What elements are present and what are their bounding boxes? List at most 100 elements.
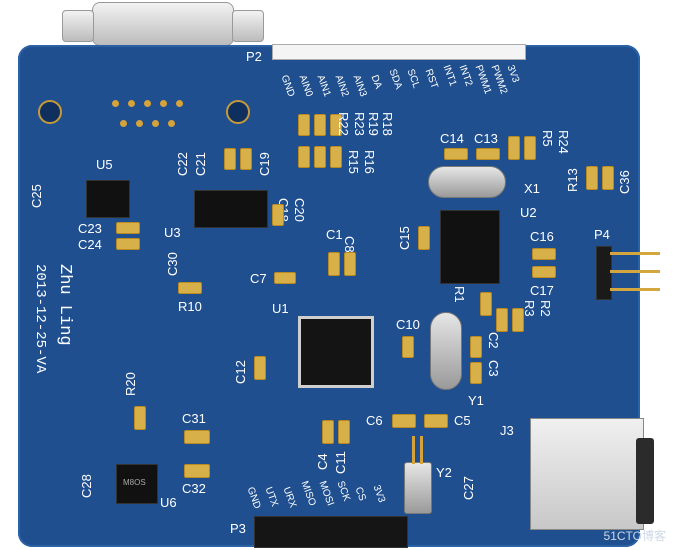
u5-label: U5 xyxy=(96,157,113,172)
capacitor xyxy=(532,266,556,278)
y2-lead xyxy=(412,436,415,464)
p3-label: P3 xyxy=(230,521,246,536)
p4-pin xyxy=(610,252,660,255)
resistor xyxy=(298,114,310,136)
capacitor xyxy=(116,238,140,250)
capacitor xyxy=(476,148,500,160)
u6-chip: M8OS xyxy=(116,464,158,504)
db9-connector xyxy=(92,2,234,46)
capacitor xyxy=(444,148,468,160)
r1-label: R1 xyxy=(452,286,467,303)
mount-hole-right xyxy=(226,100,250,124)
c16-label: C16 xyxy=(530,229,554,244)
resistor xyxy=(314,114,326,136)
resistor xyxy=(496,308,508,332)
capacitor xyxy=(184,464,210,478)
capacitor xyxy=(240,148,252,170)
p3-header xyxy=(254,516,408,548)
y2-lead xyxy=(420,436,423,464)
c20-label: C20 xyxy=(292,198,307,222)
capacitor xyxy=(602,166,614,190)
r18-label: R18 xyxy=(380,112,395,136)
p4-pin xyxy=(610,288,660,291)
c14-label: C14 xyxy=(440,131,464,146)
r19-label: R19 xyxy=(366,112,381,136)
resistor xyxy=(298,146,310,168)
c19-label: C19 xyxy=(257,152,272,176)
capacitor xyxy=(328,252,340,276)
db9-connector-right-flange xyxy=(232,10,264,42)
r15-label: R15 xyxy=(346,150,361,174)
r24-label: R24 xyxy=(556,130,571,154)
resistor xyxy=(586,166,598,190)
r5-label: R5 xyxy=(540,130,555,147)
resistor xyxy=(508,136,520,160)
c15-label: C15 xyxy=(397,226,412,250)
j3-label: J3 xyxy=(500,423,514,438)
c27-label: C27 xyxy=(461,476,476,500)
c1-label: C1 xyxy=(326,227,343,242)
r23-label: R23 xyxy=(352,112,367,136)
resistor xyxy=(330,146,342,168)
r16-label: R16 xyxy=(362,150,377,174)
r13-label: R13 xyxy=(565,168,580,192)
db9-connector-left-flange xyxy=(62,10,94,42)
c25-label: C25 xyxy=(29,184,44,208)
y1-label: Y1 xyxy=(468,393,484,408)
capacitor xyxy=(274,272,296,284)
capacitor xyxy=(184,430,210,444)
r10-label: R10 xyxy=(178,299,202,314)
p2-label: P2 xyxy=(246,49,262,64)
board-date-revision: 2013-12-25-VA xyxy=(32,264,48,374)
u6-marking: M8OS xyxy=(123,478,146,487)
j3-sd-socket xyxy=(530,418,644,530)
resistor xyxy=(134,406,146,430)
author-name: Zhu Ling xyxy=(55,264,74,346)
u2-label: U2 xyxy=(520,205,537,220)
p4-pin xyxy=(610,270,660,273)
c32-label: C32 xyxy=(182,481,206,496)
p4-label: P4 xyxy=(594,227,610,242)
c28-label: C28 xyxy=(79,474,94,498)
resistor xyxy=(330,114,342,136)
c4-label: C4 xyxy=(315,453,330,470)
db9-pins xyxy=(112,100,192,130)
capacitor xyxy=(344,252,356,276)
u3-label: U3 xyxy=(164,225,181,240)
c12-label: C12 xyxy=(233,360,248,384)
u2-chip xyxy=(440,210,500,284)
capacitor xyxy=(470,336,482,358)
capacitor xyxy=(402,336,414,358)
c31-label: C31 xyxy=(182,411,206,426)
x1-crystal xyxy=(428,166,506,198)
u1-label: U1 xyxy=(272,301,289,316)
resistor xyxy=(178,282,202,294)
c11-label: C11 xyxy=(333,451,348,474)
j3-sd-card xyxy=(636,438,654,524)
capacitor xyxy=(338,420,350,444)
y2-crystal xyxy=(404,462,432,514)
capacitor xyxy=(272,204,284,226)
resistor xyxy=(524,136,536,160)
p4-header xyxy=(596,246,612,300)
c13-label: C13 xyxy=(474,131,498,146)
y1-crystal xyxy=(430,312,462,390)
x1-label: X1 xyxy=(524,181,540,196)
capacitor xyxy=(532,248,556,260)
c22-label: C22 xyxy=(175,152,190,176)
c30-label: C30 xyxy=(165,252,180,276)
c21-label: C21 xyxy=(193,152,208,176)
u6-label: U6 xyxy=(160,495,177,510)
resistor xyxy=(314,146,326,168)
c8-label: C8 xyxy=(342,236,357,253)
c6-label: C6 xyxy=(366,413,383,428)
watermark: 51CTO博客 xyxy=(603,529,666,543)
r22-label: R22 xyxy=(336,112,351,136)
c7-label: C7 xyxy=(250,271,267,286)
resistor xyxy=(512,308,524,332)
capacitor xyxy=(322,420,334,444)
capacitor xyxy=(418,226,430,250)
r20-label: R20 xyxy=(123,372,138,396)
r3-label: R3 xyxy=(522,300,537,317)
